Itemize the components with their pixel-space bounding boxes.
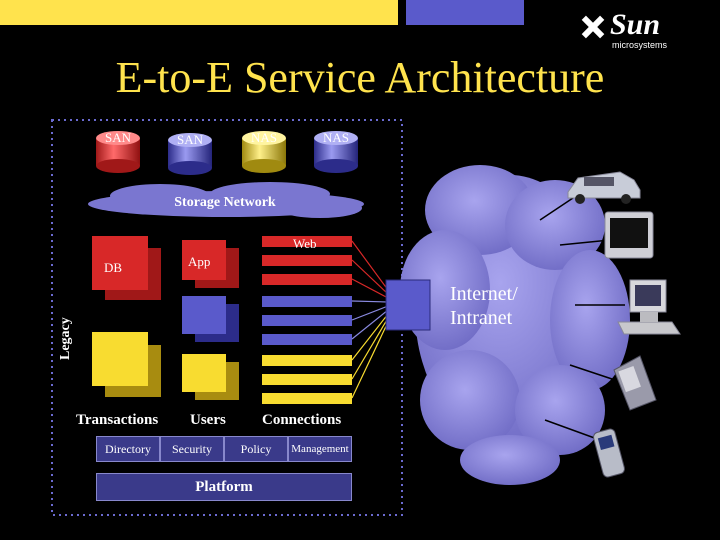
- blue-app-stack: [182, 296, 239, 342]
- storage-nas-1-label: NAS: [250, 130, 277, 145]
- sun-logo-text: Sun: [610, 8, 661, 41]
- platform-bar: Platform: [96, 473, 352, 501]
- storage-nas-2-label: NAS: [322, 130, 349, 145]
- storage-nas-1: [242, 131, 286, 173]
- storage-san-1-label: SAN: [104, 130, 131, 145]
- storage-network-label: Storage Network: [174, 195, 276, 210]
- internet-label-line2: Intranet: [450, 307, 513, 329]
- desktop-computer-icon: [617, 279, 681, 335]
- legacy-label: Legacy: [58, 317, 73, 360]
- top-bar-yellow: [0, 0, 398, 25]
- app-label: App: [188, 254, 211, 269]
- connections-label: Connections: [262, 412, 342, 428]
- users-stack: [182, 354, 239, 400]
- service-directory: Directory: [96, 436, 160, 462]
- top-bar-blue: [406, 0, 524, 25]
- storage-san-2: [168, 133, 212, 175]
- storage-network-cloud: [88, 182, 364, 218]
- service-security: Security: [160, 436, 224, 462]
- mobile-phone-icon: [593, 428, 625, 478]
- app-stack: [182, 240, 239, 288]
- storage-nas-2: [314, 131, 358, 173]
- internet-intranet-label: Internet/ Intranet: [450, 282, 518, 330]
- service-policy: Policy: [224, 436, 288, 462]
- transactions-stack: [92, 332, 161, 397]
- users-label: Users: [190, 412, 226, 428]
- internet-label-line1: Internet/: [450, 283, 518, 305]
- connection-bars: [262, 236, 352, 404]
- car-icon: [567, 171, 641, 204]
- storage-san-2-label: SAN: [176, 132, 203, 147]
- sun-logo-subtext: microsystems: [612, 40, 668, 50]
- device-spokes: [539, 189, 625, 441]
- connection-lines: [351, 240, 389, 399]
- internet-cloud: [400, 165, 630, 485]
- gateway-box: [385, 279, 431, 331]
- transactions-label: Transactions: [76, 412, 159, 428]
- handheld-device-icon: [613, 355, 657, 411]
- service-management: Management: [288, 436, 352, 462]
- db-stack: [92, 236, 161, 300]
- web-label: Web: [293, 236, 317, 251]
- page-title: E-to-E Service Architecture: [115, 53, 605, 102]
- sun-logo-icon: [581, 15, 605, 39]
- db-label: DB: [104, 260, 123, 275]
- tv-icon: [604, 211, 654, 259]
- storage-san-1: [96, 131, 140, 173]
